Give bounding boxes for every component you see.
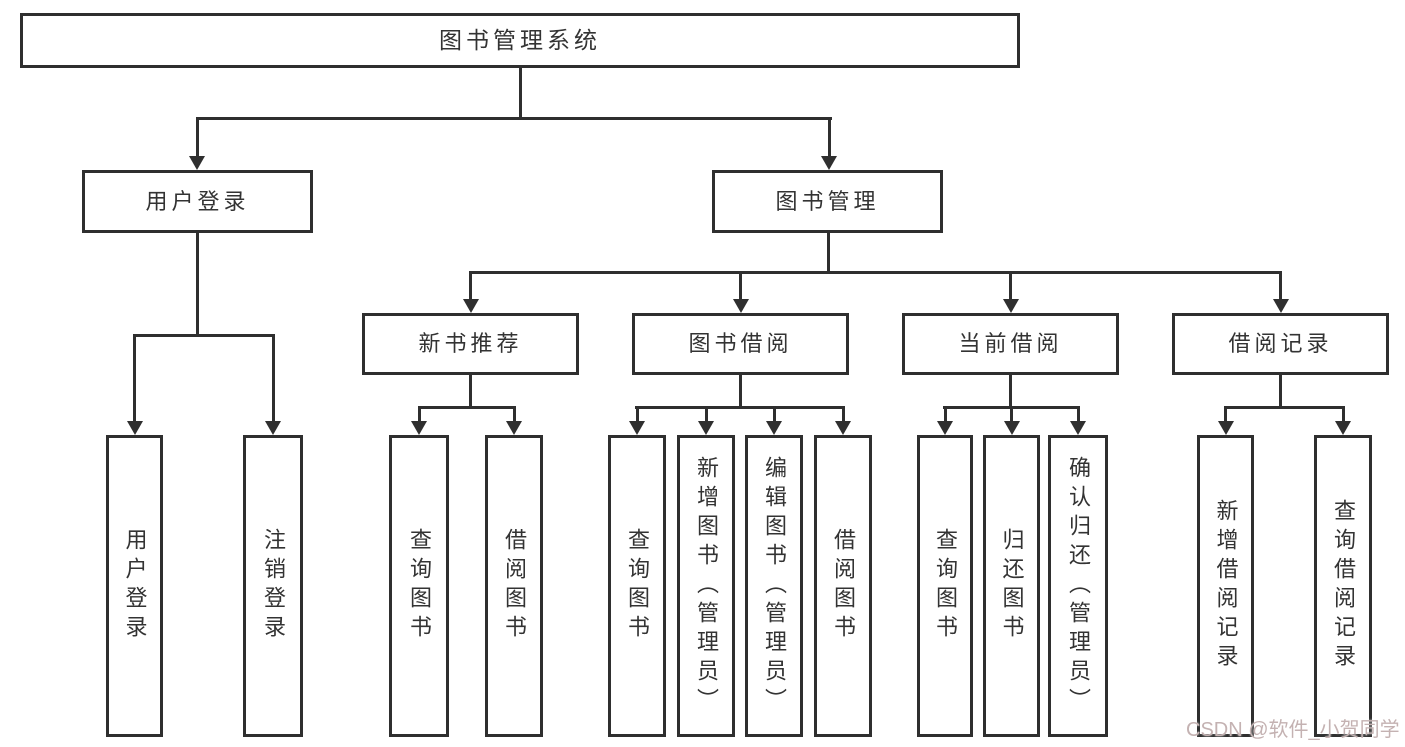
connector-line-vertical	[133, 334, 136, 422]
node-user-login: 用户登录	[82, 170, 313, 233]
arrowhead-icon	[698, 421, 714, 435]
connector-line-vertical	[1010, 406, 1013, 422]
connector-line-vertical	[195, 117, 199, 158]
arrowhead-icon	[506, 421, 522, 435]
connector-line-vertical	[1341, 406, 1345, 422]
arrowhead-icon	[462, 299, 479, 313]
connector-line-vertical	[469, 375, 472, 409]
arrowhead-icon	[265, 421, 281, 435]
connector-line-vertical	[827, 117, 831, 158]
connector-line-horizontal	[133, 334, 275, 337]
connector-line-vertical	[271, 334, 275, 422]
leaf-current-return: 归还图书	[983, 435, 1040, 737]
connector-line-horizontal	[635, 406, 845, 409]
connector-line-vertical	[1224, 406, 1227, 422]
connector-line-vertical	[512, 406, 516, 422]
connector-line-horizontal	[196, 117, 832, 120]
connector-line-vertical	[1279, 375, 1282, 409]
csdn-watermark: CSDN @软件_小贺同学	[1186, 719, 1400, 741]
connector-line-vertical	[826, 232, 830, 274]
leaf-current-confirm-admin: 确认归还（管理员）	[1048, 435, 1108, 737]
leaf-newbook-query: 查询图书	[389, 435, 449, 737]
leaf-borrow-edit-admin: 编辑图书（管理员）	[745, 435, 803, 737]
connector-line-horizontal	[418, 406, 515, 409]
leaf-current-query: 查询图书	[917, 435, 973, 737]
connector-line-horizontal	[943, 406, 1080, 409]
connector-line-vertical	[1076, 406, 1080, 422]
arrowhead-icon	[937, 421, 953, 435]
connector-line-vertical	[518, 68, 522, 118]
leaf-newbook-borrow: 借阅图书	[485, 435, 543, 737]
arrowhead-icon	[126, 421, 143, 435]
arrowhead-icon	[1003, 421, 1020, 435]
connector-line-vertical	[739, 271, 742, 301]
arrowhead-icon	[1002, 299, 1019, 313]
connector-line-vertical	[739, 375, 742, 409]
node-current-borrow: 当前借阅	[902, 313, 1119, 375]
arrowhead-icon	[766, 421, 782, 435]
connector-line-vertical	[195, 232, 199, 337]
arrowhead-icon	[189, 156, 205, 170]
connector-line-vertical	[772, 406, 776, 422]
connector-line-vertical	[943, 406, 947, 422]
leaf-user-login: 用户登录	[106, 435, 163, 737]
arrowhead-icon	[732, 299, 749, 313]
connector-line-vertical	[469, 271, 472, 301]
node-borrow-records: 借阅记录	[1172, 313, 1389, 375]
arrowhead-icon	[821, 156, 837, 170]
leaf-borrow-borrow: 借阅图书	[814, 435, 872, 737]
connector-line-vertical	[417, 406, 421, 422]
node-new-book-recommend: 新书推荐	[362, 313, 579, 375]
arrowhead-icon	[1272, 299, 1289, 313]
leaf-borrow-query: 查询图书	[608, 435, 666, 737]
connector-line-vertical	[704, 406, 708, 422]
leaf-borrow-add-admin: 新增图书（管理员）	[677, 435, 735, 737]
arrowhead-icon	[629, 421, 645, 435]
leaf-record-add: 新增借阅记录	[1197, 435, 1254, 737]
connector-line-vertical	[1009, 271, 1012, 301]
node-book-borrow: 图书借阅	[632, 313, 849, 375]
arrowhead-icon	[1217, 421, 1234, 435]
leaf-record-query: 查询借阅记录	[1314, 435, 1372, 737]
connector-line-vertical	[1009, 375, 1012, 409]
leaf-logout: 注销登录	[243, 435, 303, 737]
arrowhead-icon	[1335, 421, 1351, 435]
connector-line-vertical	[635, 406, 639, 422]
arrowhead-icon	[411, 421, 427, 435]
connector-line-vertical	[1279, 271, 1282, 301]
connector-line-vertical	[841, 406, 845, 422]
node-root: 图书管理系统	[20, 13, 1020, 68]
connector-line-horizontal	[469, 271, 1282, 274]
arrowhead-icon	[1070, 421, 1086, 435]
arrowhead-icon	[835, 421, 851, 435]
node-book-management: 图书管理	[712, 170, 943, 233]
connector-line-horizontal	[1224, 406, 1345, 409]
